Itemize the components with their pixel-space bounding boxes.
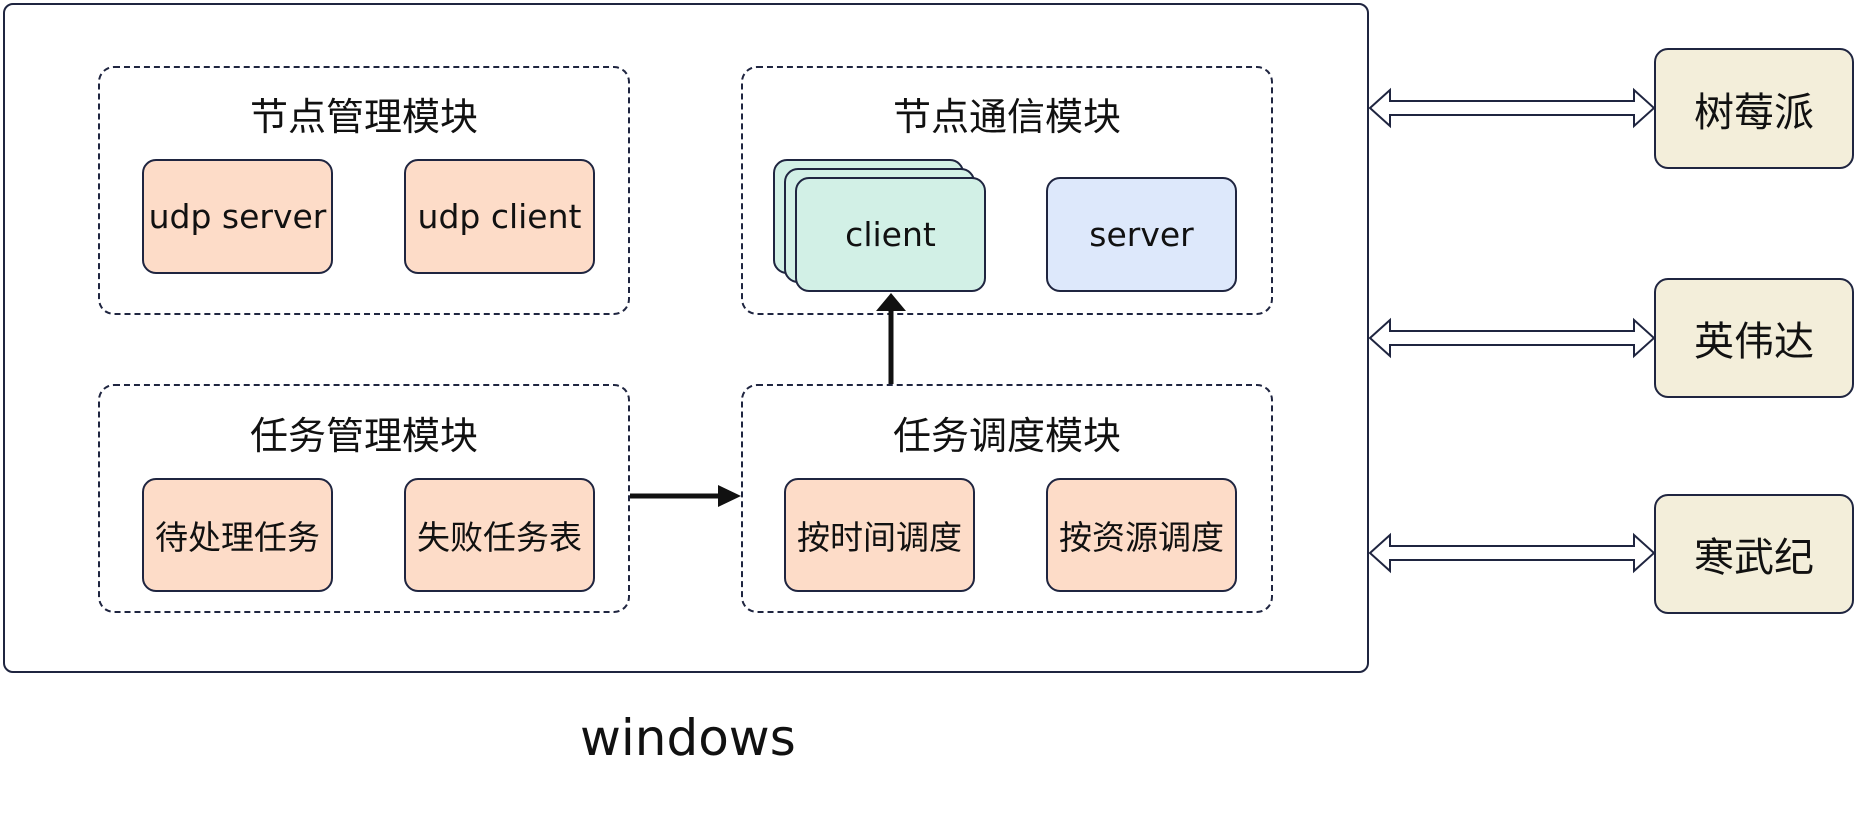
failed-tasks-box: 失败任务表	[404, 478, 595, 592]
task-scheduling-module	[741, 384, 1273, 613]
double-arrow-raspberry-pi	[1368, 87, 1656, 129]
task-scheduling-title: 任务调度模块	[892, 414, 1121, 458]
device-nvidia: 英伟达	[1654, 278, 1854, 398]
pending-tasks-box: 待处理任务	[142, 478, 333, 592]
node-communication-module	[741, 66, 1273, 315]
time-scheduling-box: 按时间调度	[784, 478, 975, 592]
windows-label: windows	[580, 709, 796, 767]
udp-server-box: udp server	[142, 159, 333, 274]
windows-container	[3, 3, 1369, 673]
server-box: server	[1046, 177, 1237, 292]
double-arrow-cambricon	[1368, 532, 1656, 574]
device-cambricon: 寒武纪	[1654, 494, 1854, 614]
udp-client-box: udp client	[404, 159, 595, 274]
task-management-title: 任务管理模块	[249, 414, 478, 458]
double-arrow-nvidia	[1368, 317, 1656, 359]
node-communication-title: 节点通信模块	[892, 95, 1121, 139]
task-management-module	[98, 384, 630, 613]
node-management-module	[98, 66, 630, 315]
resource-scheduling-box: 按资源调度	[1046, 478, 1237, 592]
client-box: client	[795, 177, 986, 292]
device-raspberry-pi: 树莓派	[1654, 48, 1854, 169]
node-management-title: 节点管理模块	[249, 95, 478, 139]
